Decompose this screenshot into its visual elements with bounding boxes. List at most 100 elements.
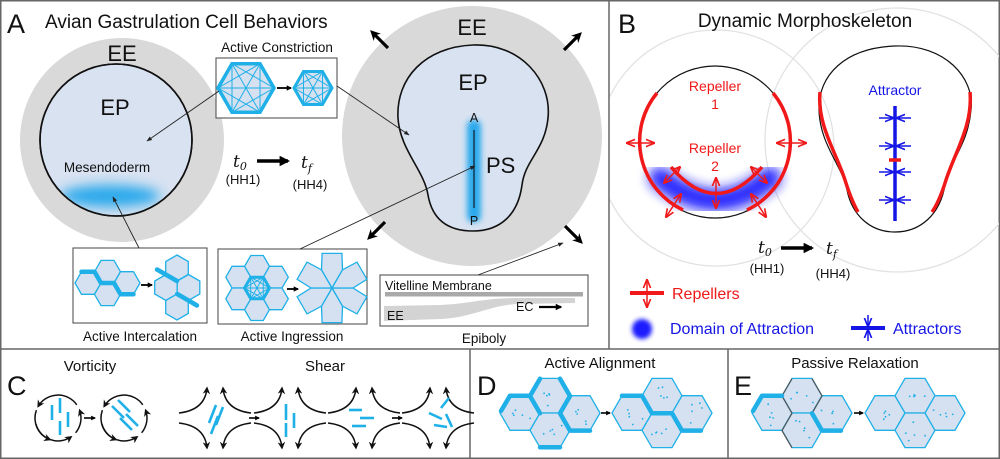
oriented-cell-bar (125, 413, 139, 427)
vortex-flow-arrow-icon (75, 408, 86, 434)
panel-a-title: Avian Gastrulation Cell Behaviors (45, 12, 328, 33)
cell-marker-dot (584, 420, 587, 423)
active-alignment-title: Active Alignment (545, 355, 657, 372)
cell-marker-dot (660, 432, 663, 435)
extraembryonic-tissue-wedge (384, 298, 575, 321)
t0-symbol: t0 (233, 152, 247, 173)
cell-marker-dot (529, 417, 531, 420)
actomyosin-cable (293, 71, 323, 89)
expansion-arrow-up-right-icon (562, 32, 582, 52)
timeline-a: t0 tf (HH1) (HH4) (226, 152, 328, 192)
cell-marker-dot (691, 403, 693, 406)
epiblast-outline (39, 63, 193, 217)
cell-marker-dot (924, 434, 926, 437)
aligned-junction (557, 376, 593, 433)
cell-marker-dot (548, 393, 550, 395)
cell-marker-dot (521, 414, 524, 416)
cell-marker-dot (820, 409, 823, 412)
cell-marker-dot (655, 431, 658, 433)
cell-marker-dot (798, 420, 801, 423)
inset-active-intercalation: Active Intercalation (72, 247, 208, 344)
cell-marker-dot (944, 412, 947, 415)
cell-marker-dot (932, 409, 935, 411)
shear-diagrams (178, 386, 475, 450)
ec-label: EC (516, 300, 533, 314)
oriented-cell-bar (209, 415, 220, 435)
start-stage-label-b: (HH1) (750, 261, 785, 276)
epiboly-ee-label: EE (387, 309, 404, 323)
cell-marker-dot (904, 432, 907, 435)
repel-arrow-inner-left-icon (664, 167, 680, 183)
legend-attractors-label: Attractors (893, 321, 961, 338)
vitelline-membrane-bar (385, 292, 583, 297)
aligned-junction (619, 393, 704, 433)
early-embryo: EE EP Mesendoderm (20, 38, 224, 242)
cell-marker-dot (770, 412, 773, 414)
residual-tension-junction (809, 411, 844, 433)
panel-b-label: B (618, 9, 636, 39)
cell-marker-dot (665, 428, 667, 430)
cell-marker-dot (832, 422, 835, 425)
cell-marker-dot (769, 416, 771, 419)
pointer-ingression (299, 165, 476, 250)
cell-marker-dot (546, 404, 549, 407)
cell-marker-dot (769, 424, 772, 427)
pointer-epiboly (477, 242, 564, 276)
shear-flow-arrow-icon (442, 386, 475, 414)
right-ep-label: EP (458, 70, 487, 95)
vitelline-membrane-label: Vitelline Membrane (385, 279, 492, 293)
shear-flow-arrow-icon (327, 422, 360, 450)
new-junction (174, 291, 200, 308)
constriction-label: Active Constriction (221, 40, 333, 55)
relaxed-junction (781, 378, 793, 449)
repeller-2-name: Repeller (689, 140, 741, 156)
ingression-cells (225, 252, 368, 324)
cell-marker-dot (560, 424, 563, 427)
cell-marker-dot (883, 412, 886, 414)
posterior-label: P (470, 214, 478, 228)
cell-marker-dot (939, 413, 942, 416)
expansion-arrow-down-right-icon (563, 224, 583, 244)
pointer-lines (112, 85, 564, 276)
cell-marker-dot (660, 395, 662, 397)
faint-domain-outline-right (764, 7, 999, 273)
legend-b: Repellers Domain of Attraction Attractor… (630, 280, 961, 341)
passive-relaxation-title: Passive Relaxation (791, 355, 919, 372)
cell-marker-dot (512, 414, 515, 417)
legend-domain-icon (632, 319, 652, 339)
cell-marker-dot (767, 403, 770, 406)
cell-marker-dot (912, 421, 915, 424)
contracting-junction (79, 269, 136, 297)
shear-flow-arrow-icon (401, 386, 434, 414)
cell-marker-dot (951, 413, 954, 416)
panel-b-title: Dynamic Morphoskeleton (698, 11, 912, 32)
cell-marker-dot (699, 402, 701, 405)
shear-flow-arrow-icon (368, 422, 401, 450)
cell-marker-dot (945, 415, 948, 418)
left-ee-label: EE (107, 41, 136, 66)
cell-marker-dot (575, 410, 577, 413)
vortex-flow-arrow-icon (101, 423, 139, 444)
cell-marker-dot (805, 395, 808, 397)
cell-marker-dot (882, 418, 885, 421)
cell-marker-dot (514, 409, 517, 412)
oriented-cell-bar (439, 397, 451, 409)
relaxation-cells (750, 377, 966, 449)
morphoskeleton-initial: Repeller 1 Repeller 2 (627, 65, 806, 218)
cell-marker-dot (808, 436, 811, 439)
repel-arrow-outer-right-icon (751, 194, 766, 217)
late-embryo: EE EP A P PS (342, 6, 602, 266)
oriented-cell-bar (214, 406, 225, 426)
shear-flow-arrow-icon (178, 386, 211, 414)
cell-marker-dot (661, 386, 664, 389)
vortex-flow-arrow-icon (141, 408, 152, 434)
vortex-flow-arrow-icon (35, 423, 73, 444)
relaxed-junction (811, 378, 823, 414)
panel-a: A Avian Gastrulation Cell Behaviors EE E… (7, 6, 602, 346)
shear-flow-arrow-icon (368, 386, 401, 414)
cell-marker-dot (553, 433, 556, 436)
panel-d: D Active Alignment (477, 355, 713, 450)
panel-e-label: E (734, 371, 752, 401)
mesendoderm-label: Mesendoderm (64, 160, 150, 175)
